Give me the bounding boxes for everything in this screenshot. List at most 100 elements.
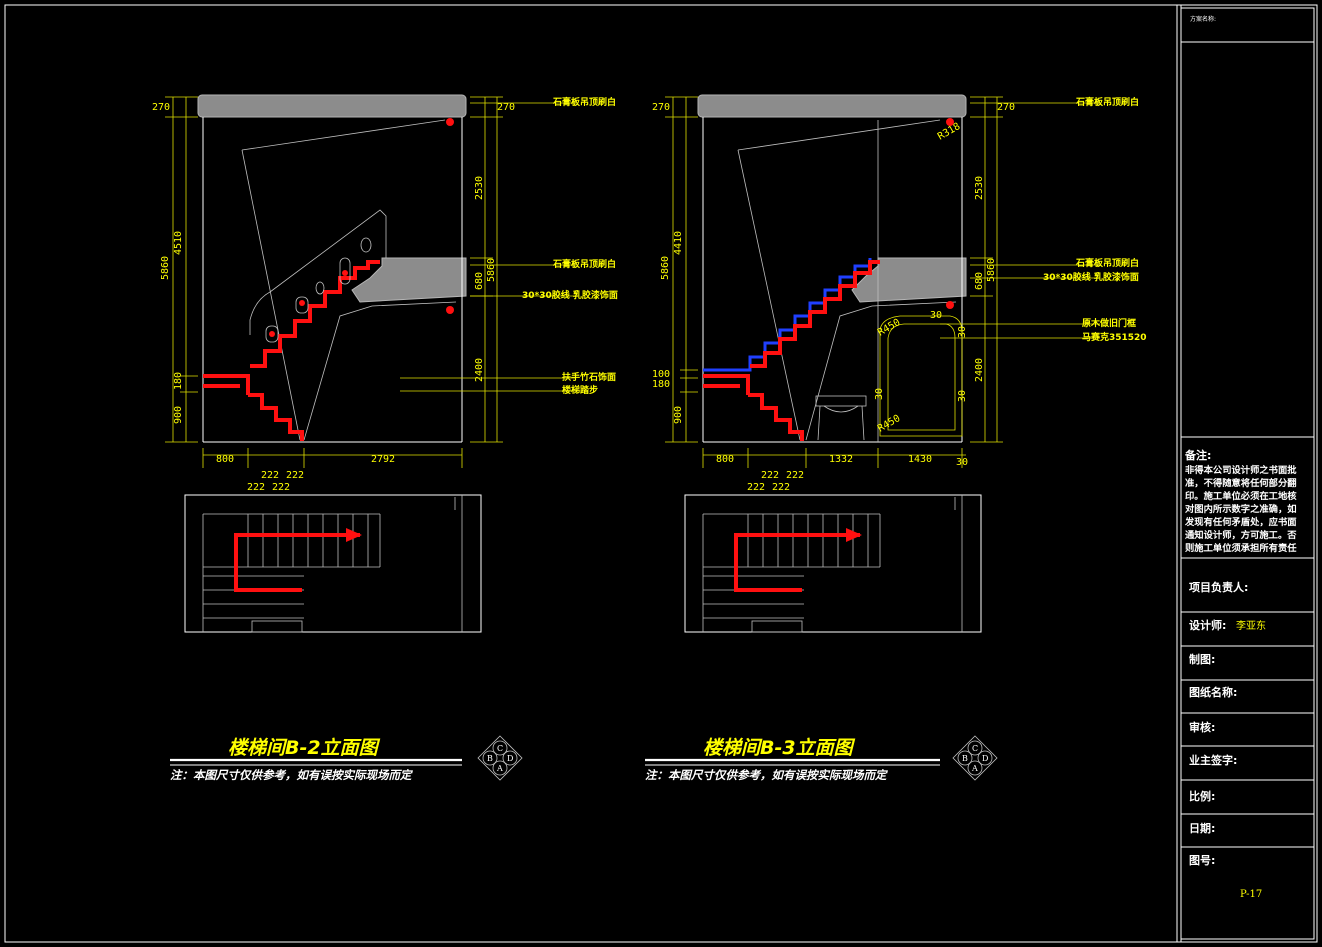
stair-lower-flight <box>748 393 804 441</box>
dim-label: 5860 <box>660 256 671 280</box>
elevation-b2-note: 注：本图尺寸仅供参考，如有误按实际现场而定 <box>170 768 413 782</box>
stair-underside <box>805 301 957 441</box>
elevation-b2: 270 5860 4510 180 900 270 2530 5860 680 … <box>152 94 618 782</box>
wall-lamp-icon <box>360 237 372 253</box>
stair-plan-b2 <box>184 494 482 633</box>
landing-slab <box>351 257 467 303</box>
dim-label: 5860 <box>160 256 171 280</box>
remarks-line: 准，不得随意将任何部分翻 <box>1185 477 1297 489</box>
dim-label: 270 <box>652 102 670 113</box>
remarks-line: 非得本公司设计师之书面批 <box>1185 464 1297 476</box>
dim-label: 222 <box>286 470 304 481</box>
dim-label: 2792 <box>371 454 395 465</box>
remarks-line: 则施工单位须承担所有责任 <box>1185 542 1297 554</box>
dim-label: 900 <box>173 406 184 424</box>
project-lead-label: 项目负责人: <box>1189 580 1248 594</box>
date-label: 日期: <box>1189 821 1215 835</box>
annotation-step: 楼梯踏步 <box>562 384 598 396</box>
review-label: 审核: <box>1189 720 1215 734</box>
annotation-ceiling: 石膏板吊顶刷白 <box>552 96 616 108</box>
elevation-b2-title: 楼梯间B-2立面图 <box>228 737 381 759</box>
stair-direction-arrow <box>734 533 860 592</box>
dim-label: 800 <box>216 454 234 465</box>
stair-plan-b3 <box>684 494 982 633</box>
landing-rail <box>203 374 250 395</box>
annotation-handrail: 扶手竹石饰面 <box>562 371 616 383</box>
wall-lamp-icon <box>265 325 279 343</box>
stair-underside <box>303 301 457 441</box>
remarks-text: 非得本公司设计师之书面批 准，不得随意将任何部分翻 印。施工单位必须在工地核 对… <box>1184 464 1297 554</box>
diagonal-line <box>241 119 446 151</box>
dim-label: 222 <box>772 482 790 493</box>
dim-label: 222 <box>761 470 779 481</box>
dim-label: 5860 <box>986 258 997 282</box>
index-letter: D <box>507 754 513 763</box>
title-block-frame <box>1180 7 1315 940</box>
dim-label: 30 <box>956 457 968 468</box>
remarks-line: 通知设计师，方可施工。否 <box>1185 529 1297 541</box>
elevation-b3: R318 30 R450 30 30 30 R450 270 5860 4410… <box>645 94 1147 782</box>
scale-label: 比例: <box>1189 789 1215 803</box>
dim-label: 100 <box>652 369 670 380</box>
dim-label: R450 <box>876 317 902 339</box>
dim-label: 222 <box>747 482 765 493</box>
index-letter: B <box>487 754 493 763</box>
dim-label: 30 <box>930 310 942 321</box>
handrail-outline <box>249 209 387 335</box>
diagonal-line <box>737 119 941 151</box>
ceiling-slab <box>197 94 467 118</box>
annotation-ceiling: 石膏板吊顶刷白 <box>1075 96 1139 108</box>
mosaic-tile-edge <box>703 258 872 372</box>
dim-label: 2530 <box>974 176 985 200</box>
wall-lamp-icon <box>315 281 325 295</box>
designer-label: 设计师: <box>1189 618 1226 632</box>
drafter-label: 制图: <box>1189 652 1215 666</box>
diagonal-line <box>737 149 801 441</box>
designer-name: 李亚东 <box>1236 619 1266 632</box>
stair-upper-flight <box>250 260 380 368</box>
section-index-symbol: C B D A <box>952 735 998 781</box>
elevation-b3-title: 楼梯间B-3立面图 <box>703 737 856 759</box>
stair-upper-flight <box>750 260 880 368</box>
dim-label: 270 <box>997 102 1015 113</box>
arched-door-frame <box>879 315 963 437</box>
drawing-name-label: 图纸名称: <box>1189 685 1237 699</box>
dim-label: 180 <box>652 379 670 390</box>
title-block: 方案名称: 备注: 非得本公司设计师之书面批 准，不得随意将任何部分翻 印。施工… <box>1180 7 1315 940</box>
dim-label: 680 <box>474 272 485 290</box>
dim-label: 270 <box>497 102 515 113</box>
sheet-border <box>4 4 1318 943</box>
dim-label: 30 <box>874 388 885 400</box>
dim-label: 222 <box>786 470 804 481</box>
dim-label: 270 <box>152 102 170 113</box>
wall-lamp-icon <box>295 296 309 314</box>
dim-label: 2530 <box>474 176 485 200</box>
index-letter: D <box>982 754 988 763</box>
index-letter: C <box>497 744 503 753</box>
remarks-line: 印。施工单位必须在工地核 <box>1185 490 1297 502</box>
landing-slab <box>851 257 967 303</box>
annotation-door-frame: 原木做旧门框 <box>1082 317 1136 329</box>
dim-label: 2400 <box>474 358 485 382</box>
dim-label: 222 <box>272 482 290 493</box>
dim-label: 5860 <box>486 258 497 282</box>
downlight-icon <box>946 301 954 309</box>
dim-label: 800 <box>716 454 734 465</box>
annotation-ceiling-mid: 石膏板吊顶刷白 <box>552 258 616 270</box>
elevation-b3-note: 注：本图尺寸仅供参考，如有误按实际现场而定 <box>645 768 888 782</box>
dim-label: 30 <box>957 390 968 402</box>
landing-rail <box>703 374 750 395</box>
arrow-head-icon <box>346 528 362 542</box>
annotation-molding: 30*30胶线 乳胶漆饰面 <box>522 289 618 301</box>
dim-label: 900 <box>673 406 684 424</box>
dim-label: 222 <box>261 470 279 481</box>
dim-label: 4410 <box>673 231 684 255</box>
dim-label: 1332 <box>829 454 853 465</box>
dim-label: 180 <box>173 372 184 390</box>
remarks-line: 对图内所示数字之准确，如 <box>1185 503 1297 515</box>
downlight-icon <box>946 118 954 126</box>
dim-label: 222 <box>247 482 265 493</box>
dim-label: 1430 <box>908 454 932 465</box>
dim-label: 30 <box>957 326 968 338</box>
